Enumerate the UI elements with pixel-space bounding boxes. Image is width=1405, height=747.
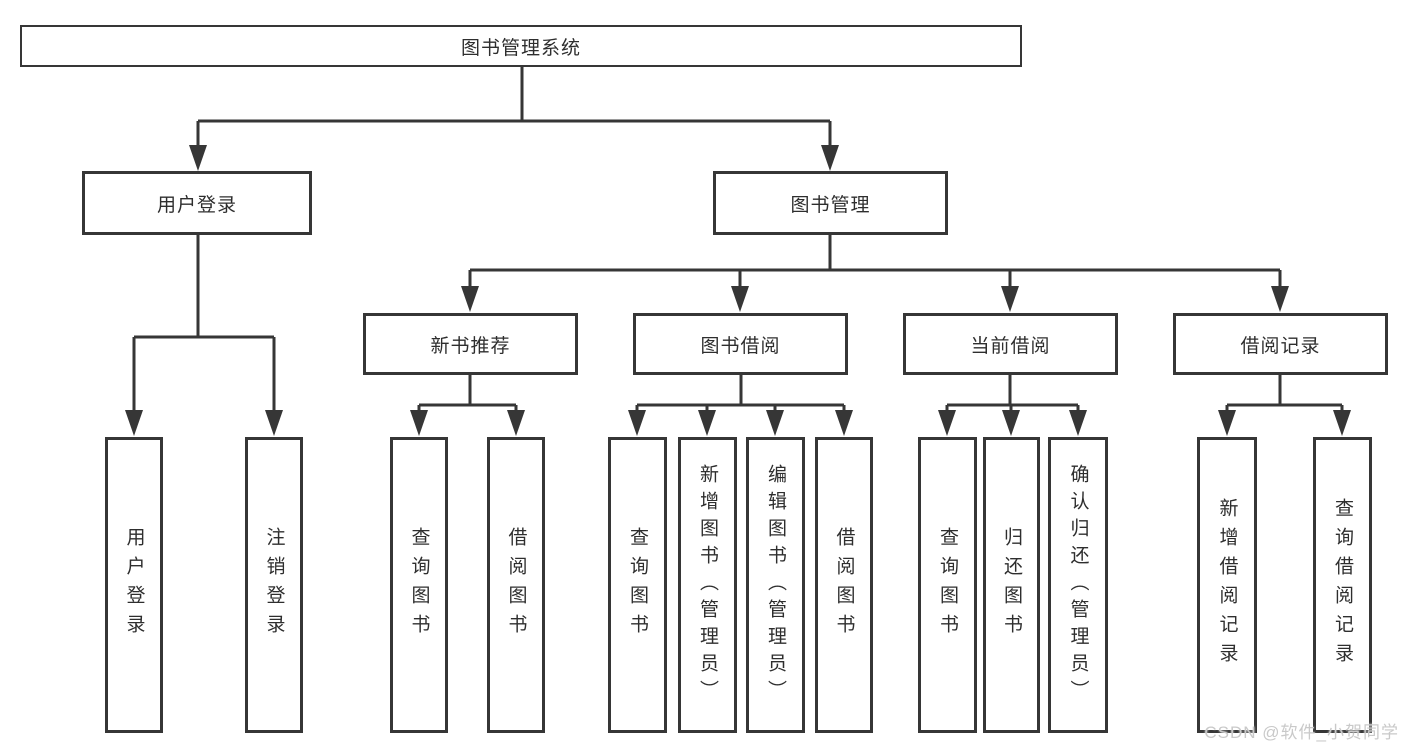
node-new-book-recommend: 新书推荐 — [363, 313, 578, 375]
node-leaf-borrow-books: 借阅图书 — [815, 437, 873, 733]
node-new-book-recommend-label: 新书推荐 — [430, 335, 511, 357]
node-leaf-edit-books-admin: 编辑图书（管理员） — [746, 437, 805, 733]
node-leaf-user-login-label: 用户登录 — [123, 527, 145, 643]
node-leaf-borrow-query-books-label: 查询图书 — [627, 527, 648, 643]
node-library-system: 图书管理系统 — [20, 25, 1022, 67]
node-book-borrow: 图书借阅 — [633, 313, 848, 375]
node-book-management-label: 图书管理 — [790, 194, 871, 216]
node-leaf-add-borrow-record: 新增借阅记录 — [1197, 437, 1257, 733]
connector-new-book-group — [417, 375, 518, 412]
node-leaf-confirm-return-admin-label: 确认归还（管理员） — [1067, 463, 1089, 707]
node-leaf-return-books-label: 归还图书 — [1001, 527, 1022, 643]
node-library-system-label: 图书管理系统 — [460, 37, 581, 59]
arrowheads-current-borrow-group — [938, 410, 1087, 436]
node-leaf-logout-label: 注销登录 — [263, 527, 285, 643]
node-book-borrow-label: 图书借阅 — [700, 335, 781, 357]
node-book-management: 图书管理 — [713, 171, 948, 235]
node-user-login-label: 用户登录 — [156, 194, 237, 216]
node-leaf-edit-books-admin-label: 编辑图书（管理员） — [765, 463, 786, 707]
node-leaf-return-books: 归还图书 — [983, 437, 1040, 733]
node-leaf-query-borrow-record: 查询借阅记录 — [1313, 437, 1372, 733]
arrowheads-user-login-group — [125, 410, 283, 436]
connector-current-borrow-group — [945, 375, 1080, 412]
node-leaf-user-login: 用户登录 — [105, 437, 163, 733]
node-borrow-records: 借阅记录 — [1173, 313, 1388, 375]
node-leaf-newbook-borrow-books-label: 借阅图书 — [505, 527, 527, 643]
arrowheads-level2 — [189, 145, 839, 171]
arrowheads-borrow-records-group — [1218, 410, 1351, 436]
node-leaf-logout: 注销登录 — [245, 437, 303, 733]
node-leaf-query-borrow-record-label: 查询借阅记录 — [1332, 498, 1353, 672]
node-leaf-add-books-admin: 新增图书（管理员） — [678, 437, 737, 733]
node-current-borrow: 当前借阅 — [903, 313, 1118, 375]
connector-user-login-group — [132, 235, 276, 412]
node-leaf-newbook-borrow-books: 借阅图书 — [487, 437, 545, 733]
arrowheads-level3 — [461, 286, 1289, 312]
arrowheads-book-borrow-group — [628, 410, 853, 436]
node-leaf-newbook-query-books: 查询图书 — [390, 437, 448, 733]
node-current-borrow-label: 当前借阅 — [970, 335, 1051, 357]
node-leaf-current-query-books-label: 查询图书 — [937, 527, 958, 643]
connector-book-borrow-group — [635, 375, 846, 412]
node-leaf-current-query-books: 查询图书 — [918, 437, 977, 733]
node-leaf-add-books-admin-label: 新增图书（管理员） — [697, 463, 718, 707]
node-user-login: 用户登录 — [82, 171, 312, 235]
node-leaf-newbook-query-books-label: 查询图书 — [408, 527, 430, 643]
node-leaf-confirm-return-admin: 确认归还（管理员） — [1048, 437, 1108, 733]
node-leaf-add-borrow-record-label: 新增借阅记录 — [1216, 498, 1238, 672]
arrowheads-new-book-group — [410, 410, 525, 436]
connector-borrow-records-group — [1225, 375, 1344, 412]
connector-book-mgmt-group — [468, 235, 1282, 288]
connector-root-to-level2 — [196, 67, 832, 148]
node-leaf-borrow-books-label: 借阅图书 — [833, 527, 855, 643]
node-borrow-records-label: 借阅记录 — [1240, 335, 1321, 357]
node-leaf-borrow-query-books: 查询图书 — [608, 437, 667, 733]
csdn-watermark: CSDN @软件_小贺同学 — [1204, 723, 1399, 742]
